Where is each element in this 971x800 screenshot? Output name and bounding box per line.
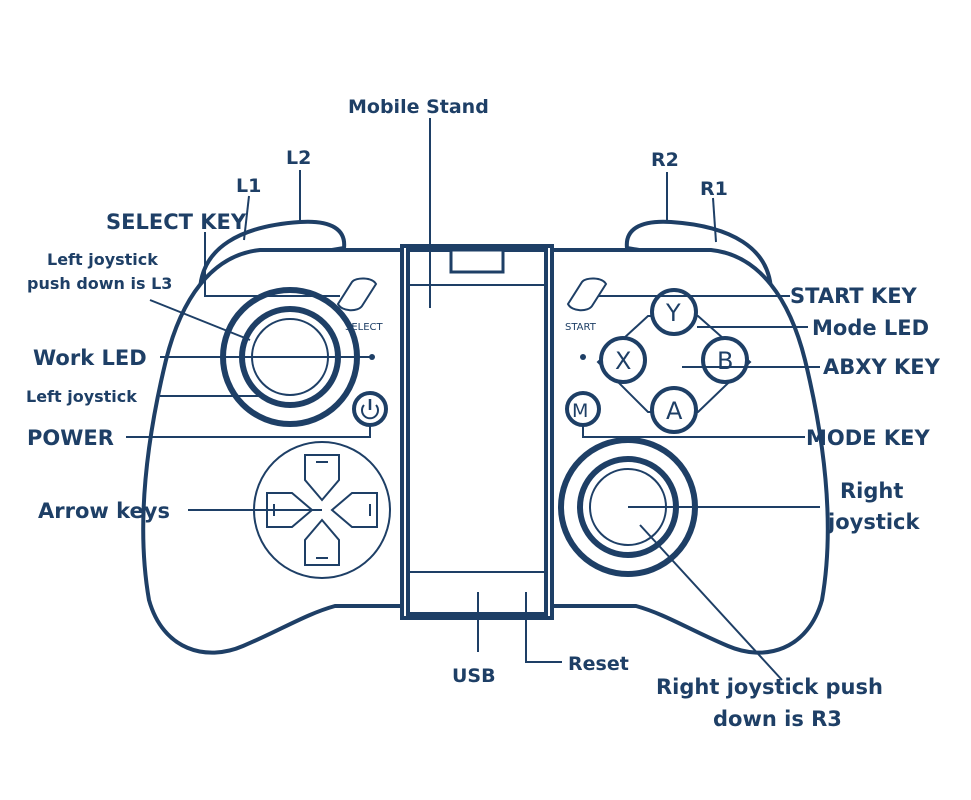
mode-key-label: M [572, 400, 588, 422]
label-reset: Reset [568, 653, 629, 675]
button-a[interactable] [650, 386, 698, 434]
label-left-joystick: Left joystick [26, 387, 137, 406]
start-text: START [565, 322, 597, 333]
button-y-label: Y [665, 299, 681, 327]
button-b-label: B [717, 347, 733, 375]
select-text: SELECT [345, 322, 384, 333]
button-a-label: A [666, 397, 683, 425]
label-right-joystick-2: joystick [827, 510, 920, 534]
label-right-joystick-1: Right [840, 479, 903, 503]
label-r1: R1 [700, 178, 728, 200]
label-power: POWER [27, 426, 114, 450]
power-icon [361, 399, 379, 420]
start-key[interactable] [566, 277, 608, 312]
label-start-key: START KEY [790, 284, 918, 308]
button-y[interactable] [650, 288, 698, 336]
label-mode-key: MODE KEY [806, 426, 930, 450]
label-right-joystick-push-1: Right joystick push [656, 675, 883, 699]
label-select-key: SELECT KEY [106, 210, 247, 234]
label-abxy-key: ABXY KEY [823, 355, 941, 379]
label-l2: L2 [286, 147, 311, 169]
stand-clip [449, 248, 505, 274]
stand-inner [406, 248, 548, 616]
label-work-led: Work LED [33, 346, 147, 370]
label-l1: L1 [236, 175, 261, 197]
button-b[interactable] [701, 336, 749, 384]
label-usb: USB [452, 665, 496, 687]
select-key[interactable] [336, 277, 378, 312]
label-right-joystick-push-2: down is R3 [713, 707, 842, 731]
dpad-icon[interactable] [266, 454, 378, 566]
label-mode-led: Mode LED [812, 316, 929, 340]
label-arrow-keys: Arrow keys [38, 499, 170, 523]
abxy-housing [596, 315, 752, 413]
label-left-joystick-push-1: Left joystick [47, 250, 158, 269]
button-x[interactable] [599, 336, 647, 384]
mode-led [580, 354, 586, 360]
label-r2: R2 [651, 149, 679, 171]
label-mobile-stand: Mobile Stand [348, 96, 489, 118]
button-x-label: X [615, 347, 631, 375]
label-left-joystick-push-2: push down is L3 [27, 274, 172, 293]
